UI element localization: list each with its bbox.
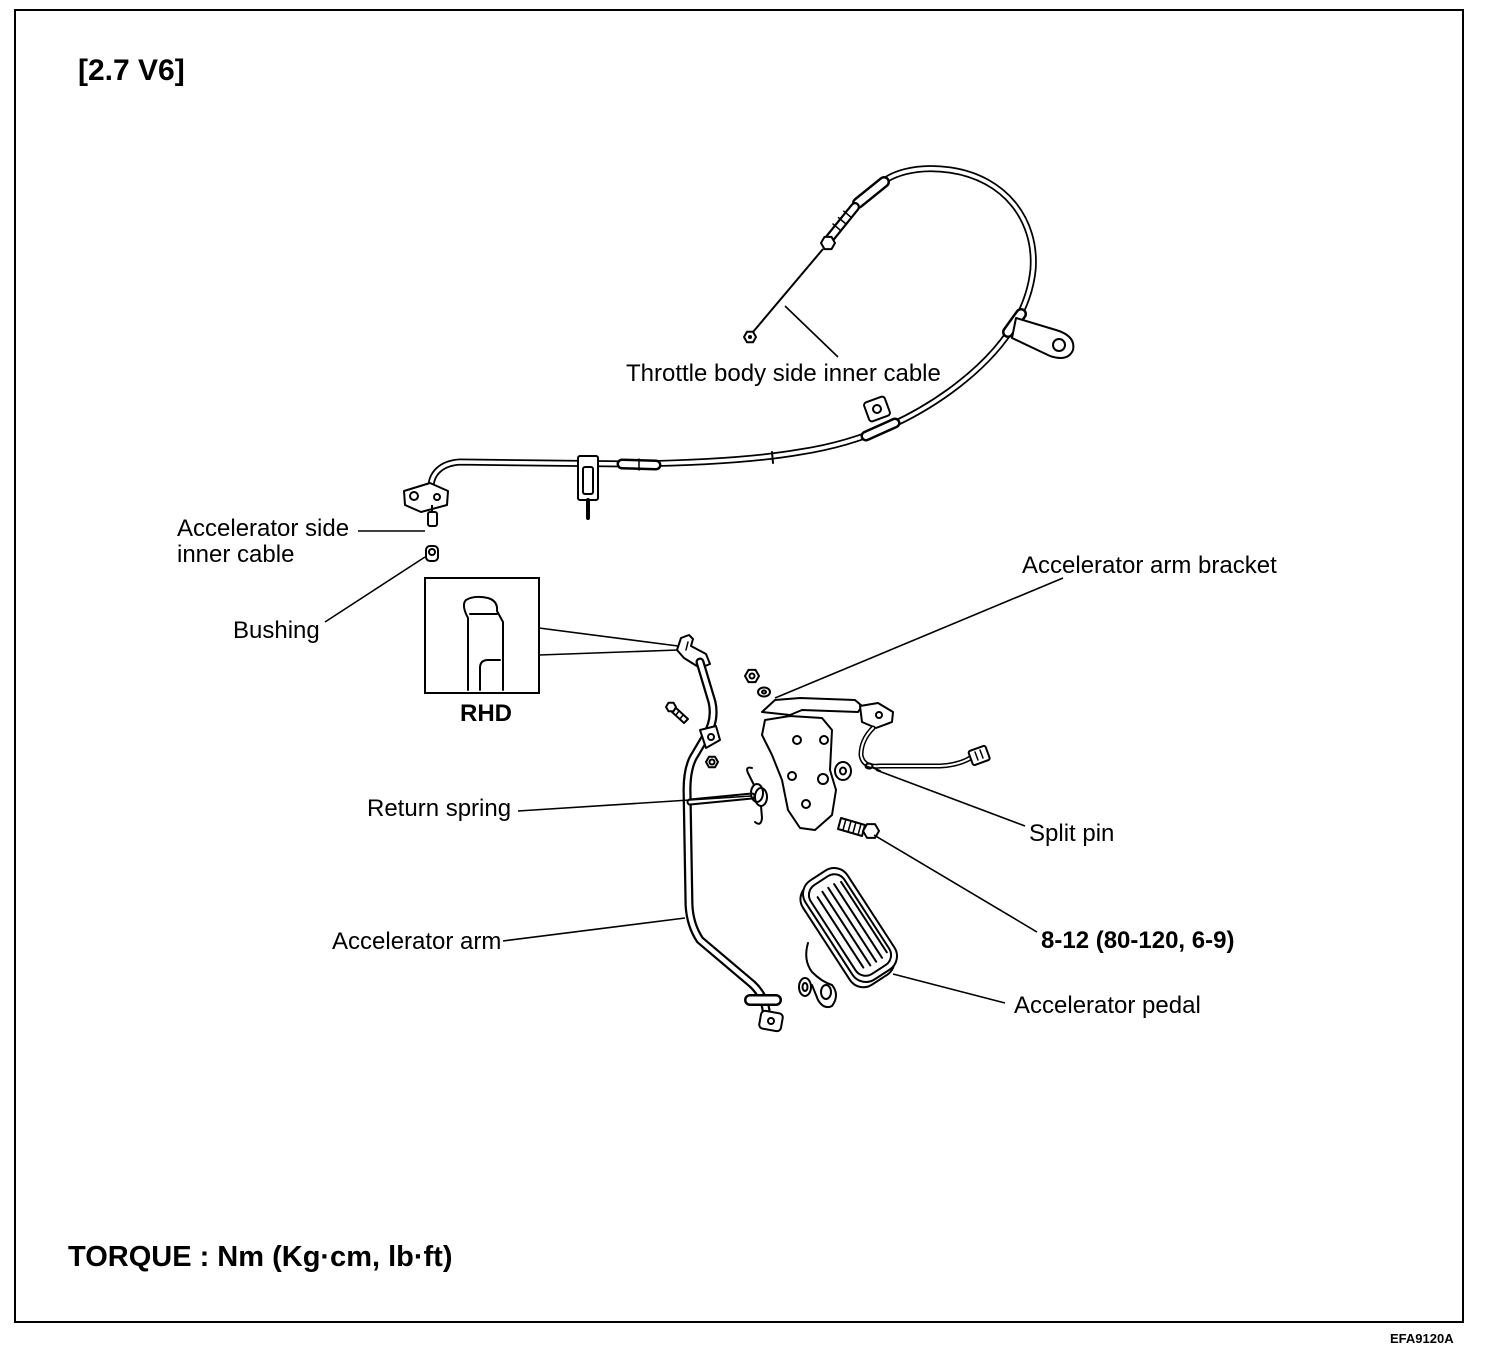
leader-line-accelerator-arm	[502, 917, 686, 942]
leader-line-rhd-upper	[538, 627, 679, 647]
arm-rod-core	[684, 659, 770, 1025]
torque-units-note: TORQUE : Nm (Kg·cm, lb·ft)	[68, 1241, 453, 1273]
leader-line-return-spring	[517, 795, 753, 812]
pedal-mount	[744, 994, 784, 1033]
leader-line-split-pin	[875, 769, 1026, 827]
accelerator-arm-bracket	[761, 697, 894, 831]
label-accelerator-side-inner-cable-line2: inner cable	[177, 541, 294, 568]
pedal-ridges	[816, 880, 888, 969]
bracket-washer	[757, 686, 771, 698]
accelerator-side-inner-cable	[427, 505, 438, 527]
bracket-mounting-bolt	[837, 817, 880, 839]
rhd-arm-top-detail	[462, 595, 504, 691]
cable-mounting-bracket	[1011, 317, 1075, 359]
leader-line-throttle-body-side-inner-cable	[784, 305, 839, 358]
bracket-connector-tab	[859, 702, 894, 729]
rhd-inset: RHD	[424, 577, 540, 727]
cable-clamp-bracket	[863, 395, 891, 423]
cable-clip	[577, 455, 599, 520]
cable-outer-casing-core	[429, 166, 1036, 492]
wire-connector	[967, 744, 991, 767]
figure-code: EFA9120A	[1390, 1331, 1454, 1346]
label-split-pin: Split pin	[1029, 820, 1114, 847]
return-spring	[746, 766, 768, 825]
leader-line-accelerator-pedal	[892, 973, 1006, 1004]
accelerator-side-bracket	[403, 482, 449, 513]
accelerator-cable	[403, 165, 1075, 562]
flat-washer	[834, 761, 852, 781]
arm-rod	[682, 657, 772, 1027]
accelerator-arm	[676, 634, 784, 1033]
bracket-nut	[744, 668, 760, 684]
bushing	[425, 545, 439, 562]
cable-collar	[860, 417, 901, 442]
label-accelerator-arm: Accelerator arm	[332, 928, 501, 955]
cable-end-sleeve	[852, 176, 890, 209]
bracket-flange	[761, 697, 863, 716]
leader-line-rhd-lower	[538, 649, 679, 656]
label-accelerator-arm-bracket: Accelerator arm bracket	[1022, 552, 1277, 579]
label-torque-spec: 8-12 (80-120, 6-9)	[1041, 927, 1234, 954]
arm-nut	[705, 755, 719, 769]
cable-outer-casing	[427, 165, 1037, 494]
arm-top-tab	[676, 634, 711, 669]
label-accelerator-pedal: Accelerator pedal	[1014, 992, 1201, 1019]
figure-title: [2.7 V6]	[78, 54, 185, 87]
label-return-spring: Return spring	[367, 795, 511, 822]
pedal-pad-rim	[807, 873, 893, 977]
accelerator-pedal	[799, 867, 898, 989]
throttle-body-side-inner-cable	[743, 248, 824, 344]
switch-wire	[858, 725, 991, 769]
label-bushing: Bushing	[233, 617, 320, 644]
arm-bolt	[665, 701, 689, 724]
pedal-hinge-clip	[798, 942, 837, 1009]
arm-boss	[699, 725, 721, 749]
leader-line-torque-spec	[873, 834, 1038, 933]
rhd-inset-frame	[424, 577, 540, 694]
figure-frame	[14, 9, 1464, 1323]
rhd-label: RHD	[460, 700, 512, 727]
cable-sleeve	[616, 458, 662, 471]
label-accelerator-side-inner-cable-line1: Accelerator side	[177, 515, 349, 542]
leader-line-bushing	[324, 556, 426, 623]
leader-line-accelerator-arm-bracket	[774, 577, 1064, 699]
cable-marker	[771, 451, 774, 464]
label-throttle-body-side-inner-cable: Throttle body side inner cable	[626, 360, 941, 387]
cable-adjuster	[820, 202, 860, 251]
bracket-plate	[761, 715, 837, 831]
